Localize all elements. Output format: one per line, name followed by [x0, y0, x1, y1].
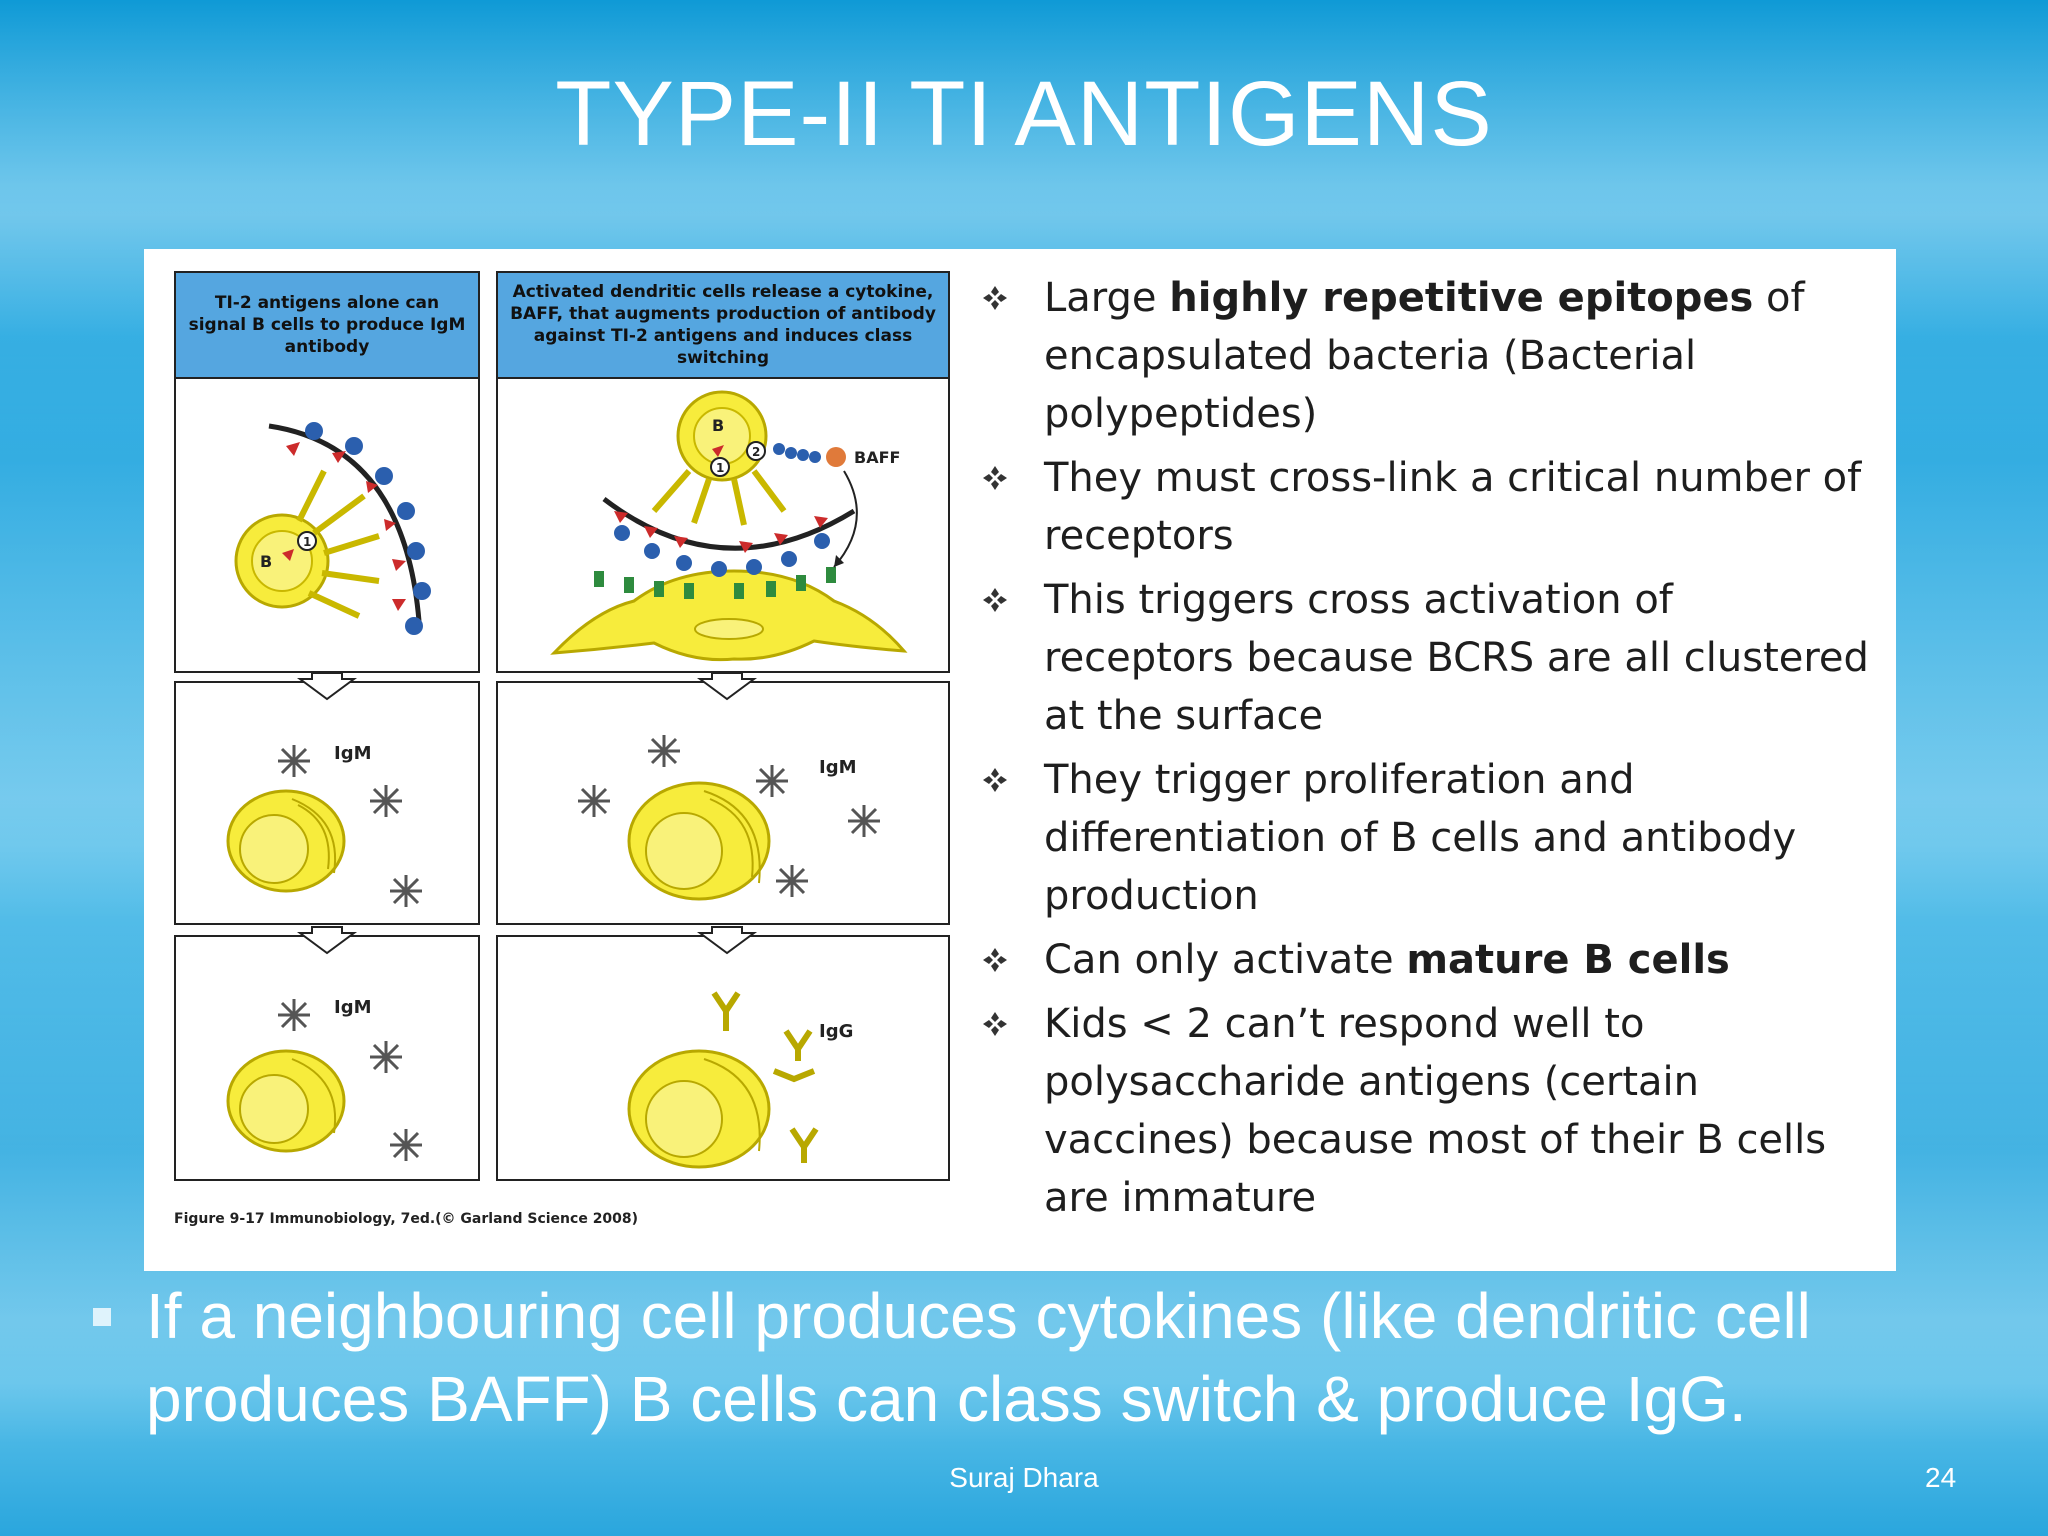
- baff-molecule: [826, 447, 846, 467]
- b-cell-right-top: [651, 390, 787, 526]
- diamond-bullet-icon: [983, 286, 1007, 310]
- down-arrow-left-2: [296, 926, 358, 955]
- figure-drawings: B 1: [226, 390, 908, 1169]
- bullet-5-pre: Can only activate: [1044, 937, 1407, 983]
- figure-left-mid-box: [174, 681, 480, 925]
- label-igg: IgG: [819, 1021, 853, 1042]
- step-1-text-left: 1: [303, 535, 311, 549]
- down-arrow-left-1: [296, 672, 358, 701]
- baff-chain: [773, 443, 821, 463]
- bullet-1-bold: highly repetitive epitopes: [1169, 275, 1754, 321]
- step-1-marker-left: [297, 531, 317, 551]
- bullet-item: They trigger proliferation and different…: [974, 751, 1874, 925]
- diamond-bullet-icon: [983, 588, 1007, 612]
- dendritic-cell-right-top: [550, 497, 908, 662]
- square-bullet-icon: [93, 1308, 111, 1326]
- label-b-left: B: [260, 552, 272, 571]
- bottom-bullet: If a neighbouring cell produces cytokine…: [90, 1275, 1990, 1441]
- b-cell-left-top: [234, 422, 431, 635]
- step-2-marker: [746, 441, 766, 461]
- bullet-item: They must cross-link a critical number o…: [974, 449, 1874, 565]
- label-igm-right-mid: IgM: [819, 757, 857, 778]
- page-number: 24: [1925, 1462, 1957, 1493]
- plasma-cell-right-mid: [627, 781, 771, 901]
- bullet-item: Large highly repetitive epitopes of enca…: [974, 269, 1874, 443]
- label-igm-left-mid: IgM: [334, 743, 372, 764]
- bullet-list: Large highly repetitive epitopes of enca…: [974, 269, 1874, 1233]
- bullet-6-text: Kids < 2 can’t respond well to polysacch…: [1044, 1001, 1827, 1221]
- bullet-1-post: of encapsulated bacteria (Bacterial poly…: [1044, 275, 1805, 437]
- step-1-text-right: 1: [716, 461, 724, 475]
- bullet-1-pre: Large: [1044, 275, 1170, 321]
- baff-arrow: [833, 470, 858, 568]
- plasma-cell-left-bottom: [226, 1049, 346, 1153]
- slide-title: TYPE-II TI ANTIGENS: [555, 63, 1493, 165]
- down-arrow-right-2: [696, 926, 758, 955]
- bullet-item: Kids < 2 can’t respond well to polysacch…: [974, 995, 1874, 1227]
- igg-molecules: [711, 991, 819, 1163]
- bullet-5-bold: mature B cells: [1406, 937, 1730, 983]
- bottom-bullet-text: If a neighbouring cell produces cytokine…: [146, 1280, 1811, 1435]
- figure-right-header: Activated dendritic cells release a cyto…: [496, 271, 950, 379]
- label-igm-left-bottom: IgM: [334, 997, 372, 1018]
- igm-molecules: [278, 735, 880, 1161]
- bullet-2-text: They must cross-link a critical number o…: [1044, 455, 1862, 559]
- down-arrow-right-1: [696, 672, 758, 701]
- bullet-item: This triggers cross activation of recept…: [974, 571, 1874, 745]
- figure-caption: Figure 9-17 Immunobiology, 7ed.(© Garlan…: [174, 1211, 639, 1227]
- label-b-right: B: [712, 416, 724, 435]
- footer-author: Suraj Dhara: [949, 1462, 1099, 1493]
- figure-left-header: TI-2 antigens alone can signal B cells t…: [174, 271, 480, 379]
- step-2-text: 2: [752, 445, 760, 459]
- diamond-bullet-icon: [983, 1012, 1007, 1036]
- plasma-cell-right-bottom: [627, 1049, 771, 1169]
- diamond-bullet-icon: [983, 466, 1007, 490]
- label-baff: BAFF: [854, 448, 900, 467]
- plasma-cell-left-mid: [226, 789, 346, 893]
- diamond-bullet-icon: [983, 948, 1007, 972]
- bullet-item: Can only activate mature B cells: [974, 931, 1874, 989]
- step-1-marker-right: [710, 457, 730, 477]
- diamond-bullet-icon: [983, 768, 1007, 792]
- content-panel: TI-2 antigens alone can signal B cells t…: [144, 249, 1896, 1271]
- bullet-3-text: This triggers cross activation of recept…: [1044, 577, 1869, 739]
- immunology-figure: TI-2 antigens alone can signal B cells t…: [174, 271, 954, 1256]
- bullet-4-text: They trigger proliferation and different…: [1044, 757, 1797, 919]
